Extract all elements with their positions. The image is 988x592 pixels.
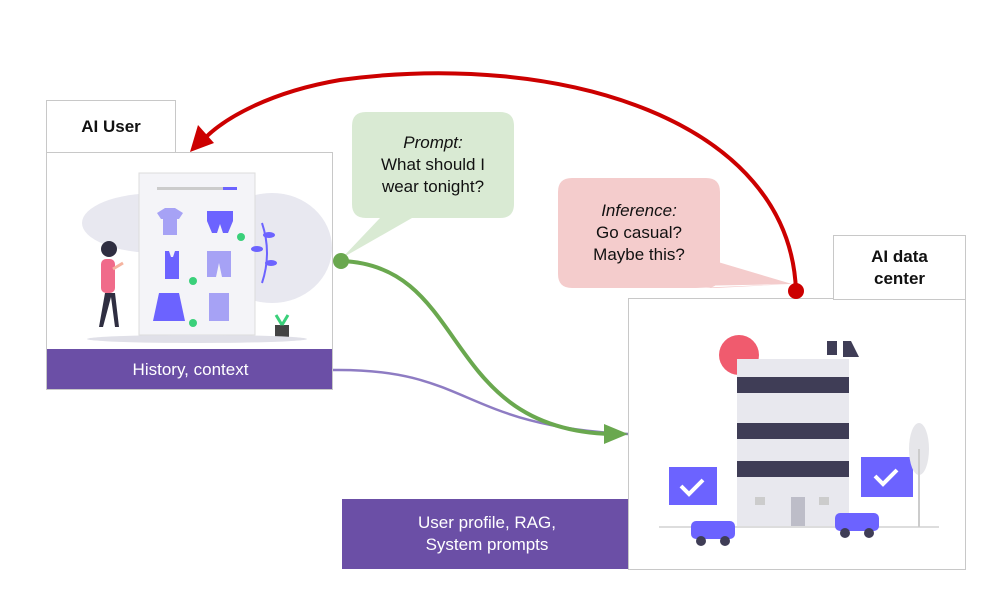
inference-line-1: Go casual? — [596, 223, 682, 243]
data-center-panel — [628, 298, 966, 570]
data-center-title-line-1: AI data — [871, 247, 928, 267]
prompt-arrow — [341, 259, 613, 436]
context-box: User profile, RAG, System prompts — [342, 499, 632, 569]
inference-bubble-shape — [558, 178, 790, 288]
inference-arrow-start-dot — [788, 283, 804, 299]
inference-arrowhead — [190, 125, 214, 152]
prompt-arrowhead — [604, 424, 628, 444]
ai-user-title-box: AI User — [46, 100, 176, 153]
history-context-bar: History, context — [47, 349, 332, 389]
ai-user-panel: History, context — [46, 152, 333, 390]
prompt-heading: Prompt: — [403, 133, 463, 152]
prompt-line-1: What should I — [381, 155, 485, 175]
data-center-title-line-2: center — [873, 268, 926, 288]
prompt-bubble-shape — [342, 112, 514, 258]
inference-heading: Inference: — [601, 201, 677, 220]
context-line-2: System prompts — [425, 535, 549, 554]
prompt-line-2: wear tonight? — [381, 177, 485, 197]
prompt-bubble: Prompt: What should I wear tonight? — [352, 132, 514, 198]
history-context-label: History, context — [132, 359, 249, 379]
ai-user-title: AI User — [81, 116, 141, 136]
context-line-1: User profile, RAG, — [418, 512, 556, 532]
prompt-arrow-start-dot — [333, 253, 349, 269]
shopping-illustration — [82, 172, 332, 343]
data-center-title-box: AI data center — [833, 235, 966, 300]
inference-line-2: Maybe this? — [593, 245, 685, 265]
inference-arrow — [203, 71, 798, 292]
purple-connector — [332, 368, 629, 436]
inference-bubble: Inference: Go casual? Maybe this? — [558, 200, 720, 266]
inference-bubble-tail — [690, 262, 792, 286]
data-center-illustration — [659, 335, 939, 546]
